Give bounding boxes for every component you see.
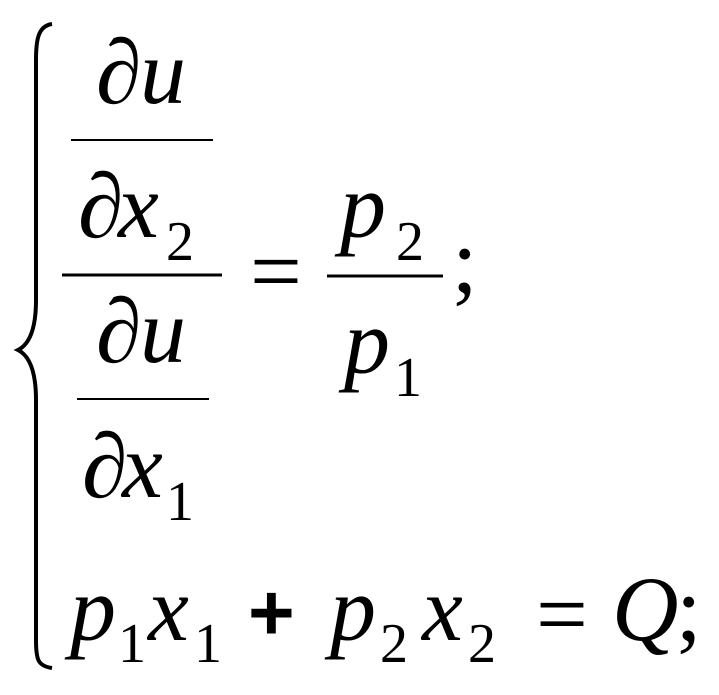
term2-x-sub: 2 [468,613,496,675]
plus-sign: + [248,568,295,657]
row2-Q: Q [612,558,678,660]
top-denominator-sub: 2 [166,211,194,273]
bottom-denominator-x: x [120,415,163,517]
row1-equals: = [250,220,302,322]
top-numerator-partial: ∂ [96,21,141,123]
bottom-numerator-partial: ∂ [96,280,141,382]
term2-p: p [324,558,376,660]
row2-equals: = [536,563,588,665]
top-numerator-u: u [140,21,186,123]
term1-p: p [64,558,116,660]
rhs-denominator-sub: 1 [394,347,422,409]
bottom-numerator-u: u [140,280,186,382]
top-denominator-x: x [116,155,159,257]
term2-x: x [420,558,463,660]
term1-x-sub: 1 [194,613,222,675]
row1-semicolon: ; [452,210,478,312]
term1-p-sub: 1 [118,613,146,675]
rhs-numerator-p: p [334,155,386,257]
left-brace [13,22,53,670]
bottom-denominator-partial: ∂ [82,415,127,517]
bottom-denominator-sub: 1 [166,471,194,533]
row2-semicolon: ; [676,558,702,660]
term2-p-sub: 2 [380,613,408,675]
rhs-denominator-p: p [338,291,390,393]
term1-x: x [146,558,189,660]
top-denominator-partial: ∂ [78,155,123,257]
rhs-numerator-sub: 2 [396,211,424,273]
